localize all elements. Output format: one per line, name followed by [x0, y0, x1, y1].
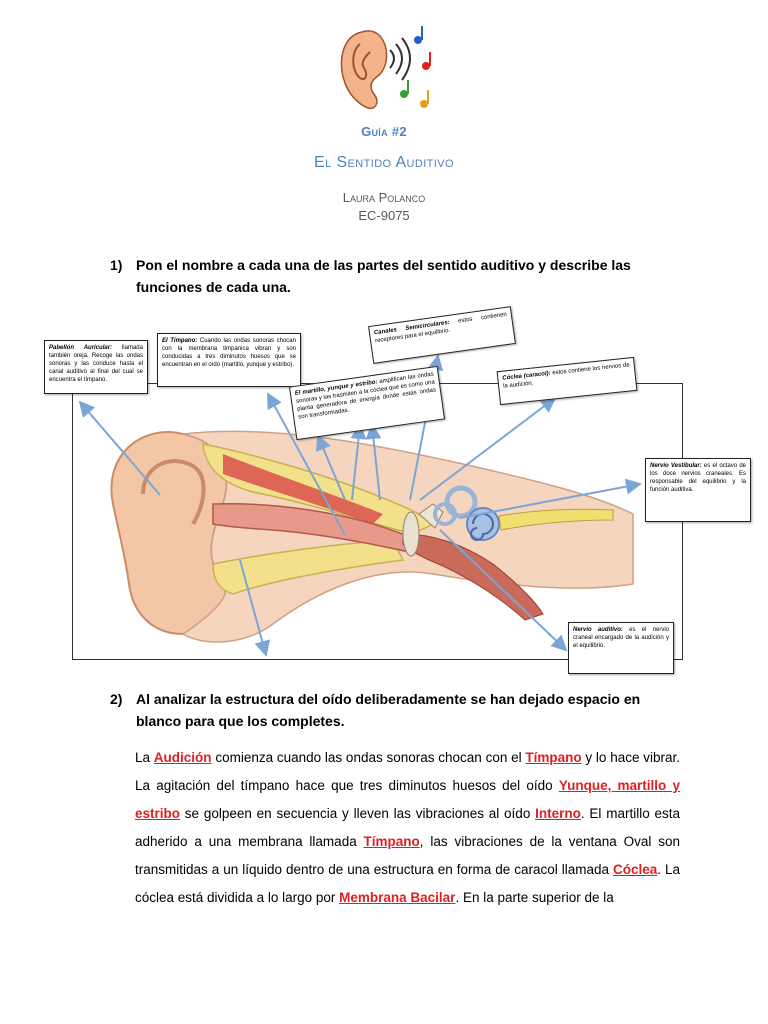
- label-pabellon-auricular: Pabellón Auricular: llamada también orej…: [44, 340, 148, 394]
- answer-blank: Tímpano: [363, 834, 420, 849]
- answer-paragraph: La Audición comienza cuando las ondas so…: [135, 750, 681, 905]
- answer-blank: Membrana Bacilar: [339, 890, 456, 905]
- label-nervio-auditivo: Nervio auditivo: es el nervio craneal en…: [568, 622, 674, 674]
- answer-blank: Tímpano: [525, 750, 582, 765]
- question-number: 1): [110, 257, 123, 273]
- answer-blank: Yunque, martillo y estribo: [135, 778, 680, 821]
- question-text: Pon el nombre a cada una de las partes d…: [136, 257, 631, 295]
- answer-blank: Audición: [153, 750, 212, 765]
- music-note-icon: [400, 26, 431, 108]
- guide-number: Guía #2: [361, 124, 407, 139]
- label-canales-semicirculares: Canales Semicirculares: estos contienen …: [368, 306, 516, 364]
- question-text: Al analizar la estructura del oído delib…: [136, 691, 641, 729]
- question-2: 2) Al analizar la estructura del oído de…: [110, 688, 680, 732]
- author-name: Laura Polanco: [342, 190, 426, 205]
- document-title: El Sentido Auditivo: [314, 154, 454, 171]
- student-code: EC-9075: [358, 208, 410, 223]
- answer-blank: Cóclea: [612, 862, 658, 877]
- label-nervio-vestibular: Nervio Vestibular: es el octavo de los d…: [645, 458, 751, 522]
- question-number: 2): [110, 691, 123, 707]
- ear-music-logo: [340, 26, 431, 110]
- answer-blank: Interno: [535, 806, 581, 821]
- question-1: 1) Pon el nombre a cada una de las parte…: [110, 254, 680, 298]
- label-timpano: El Tímpano: Cuando las ondas sonoras cho…: [157, 333, 301, 387]
